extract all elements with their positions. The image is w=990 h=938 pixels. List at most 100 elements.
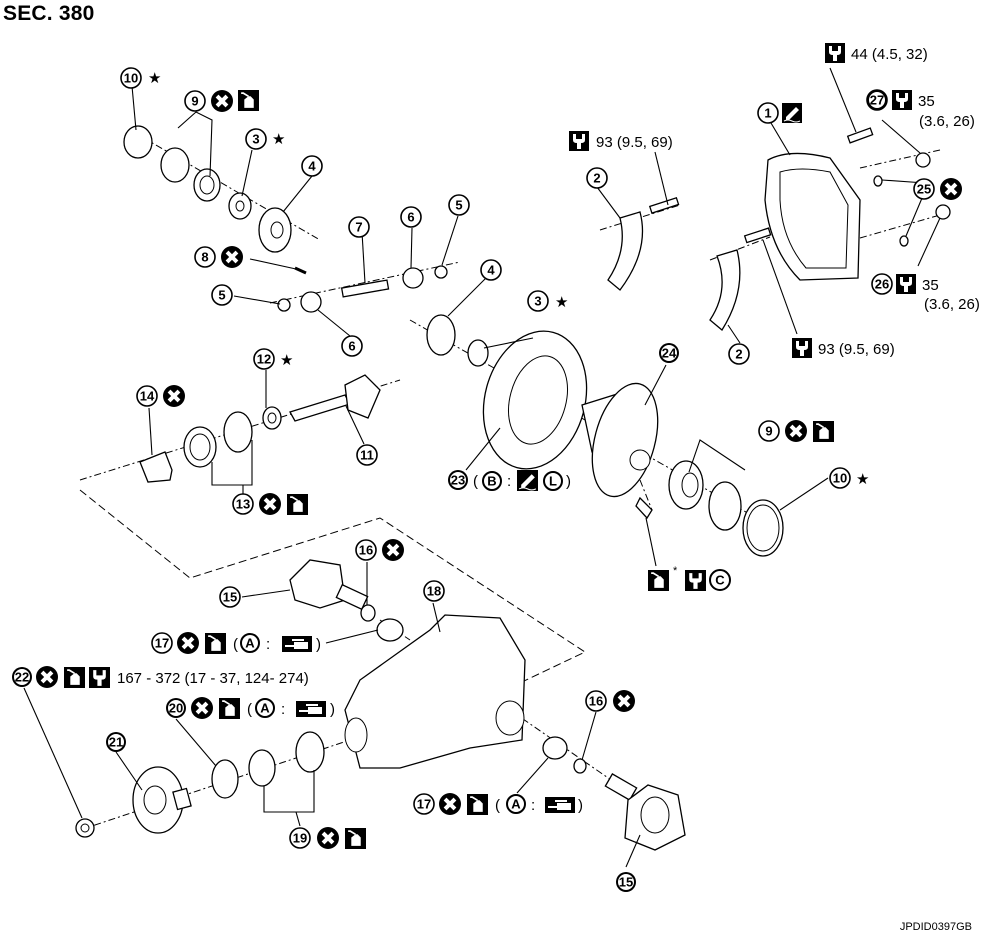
svg-text:*: * <box>673 565 678 577</box>
callout-23[interactable]: 23 <box>448 470 468 490</box>
svg-text:2: 2 <box>735 347 742 362</box>
do-not-reuse-icon <box>191 697 213 719</box>
star-icon: ★ <box>555 294 568 311</box>
svg-text::: : <box>531 797 535 814</box>
svg-text:(: ( <box>473 473 478 490</box>
callout-3-lower[interactable]: 3 <box>527 290 549 312</box>
svg-text:3: 3 <box>534 294 541 309</box>
callout-18[interactable]: 18 <box>423 580 445 602</box>
svg-text:4: 4 <box>487 263 495 278</box>
svg-text:9: 9 <box>765 424 772 439</box>
drive-pinion <box>289 394 351 422</box>
grease-icon <box>296 701 326 717</box>
sealant-icon <box>782 103 802 123</box>
star-icon: ★ <box>856 471 869 488</box>
oil-can-icon <box>219 698 240 719</box>
callout-5-upper[interactable]: 5 <box>448 194 470 216</box>
figure-code: JPDID0397GB <box>899 921 972 933</box>
grease-icon <box>545 797 575 813</box>
callout-27[interactable]: 27 <box>866 89 888 111</box>
svg-text:10: 10 <box>124 71 138 86</box>
callout-15-upper[interactable]: 15 <box>219 586 241 608</box>
callout-17-upper[interactable]: 17 <box>151 632 173 654</box>
callout-10-left[interactable]: 10 <box>120 67 142 89</box>
collapsible-spacer <box>139 451 173 483</box>
svg-text:21: 21 <box>109 735 123 750</box>
oil-can-icon <box>64 667 85 688</box>
callout-15-lower[interactable]: 15 <box>616 872 636 892</box>
svg-text:2: 2 <box>593 171 600 186</box>
callout-24[interactable]: 24 <box>659 343 679 363</box>
callout-20[interactable]: 20 <box>166 698 186 718</box>
callout-10-right[interactable]: 10 <box>829 467 851 489</box>
callout-25[interactable]: 25 <box>913 178 935 200</box>
svg-text:22: 22 <box>15 670 29 685</box>
svg-text:5: 5 <box>218 288 225 303</box>
side-bearing-left <box>160 147 190 183</box>
do-not-reuse-icon <box>211 90 233 112</box>
callout-5-lower[interactable]: 5 <box>211 284 233 306</box>
svg-text:11: 11 <box>360 448 374 463</box>
do-not-reuse-icon <box>317 827 339 849</box>
do-not-reuse-icon <box>613 690 635 712</box>
torque-icon <box>825 43 845 63</box>
callout-13[interactable]: 13 <box>232 493 254 515</box>
svg-text:20: 20 <box>169 701 183 716</box>
svg-text:(: ( <box>495 797 500 814</box>
note-a-marker: A <box>511 797 521 812</box>
svg-text:1: 1 <box>764 106 771 121</box>
note-a-marker: A <box>260 701 270 716</box>
svg-text:16: 16 <box>359 543 373 558</box>
callout-9-left[interactable]: 9 <box>184 90 206 112</box>
callout-2-upper[interactable]: 2 <box>586 167 608 189</box>
pinion-mate-gear <box>300 291 322 313</box>
torque-bearing-cap-upper: 93 (9.5, 69) <box>596 134 673 151</box>
do-not-reuse-icon <box>36 666 58 688</box>
torque-icon <box>892 90 912 110</box>
callout-6-lower[interactable]: 6 <box>341 335 363 357</box>
callout-26[interactable]: 26 <box>871 273 893 295</box>
torque-cover-bolt: 44 (4.5, 32) <box>851 46 928 63</box>
do-not-reuse-icon <box>177 632 199 654</box>
oil-can-icon <box>345 828 366 849</box>
callout-6-upper[interactable]: 6 <box>400 206 422 228</box>
svg-text:9: 9 <box>191 94 198 109</box>
callout-16-lower[interactable]: 16 <box>585 690 607 712</box>
callout-7[interactable]: 7 <box>348 216 370 238</box>
pinion-group-boundary <box>79 489 587 691</box>
svg-text:8: 8 <box>201 250 208 265</box>
callout-3-upper[interactable]: 3 <box>245 128 267 150</box>
do-not-reuse-icon <box>221 246 243 268</box>
callout-19[interactable]: 19 <box>289 827 311 849</box>
star-icon: ★ <box>280 352 293 369</box>
callout-4-lower[interactable]: 4 <box>480 259 502 281</box>
pinion-mate-shaft <box>340 279 390 298</box>
callouts: 10 ★ 9 3 ★ 4 8 7 6 5 5 6 4 3 ★ 12 ★ 14 1… <box>12 43 980 892</box>
do-not-reuse-icon <box>382 539 404 561</box>
svg-text:24: 24 <box>662 346 677 361</box>
svg-text:(: ( <box>233 636 238 653</box>
callout-2-lower[interactable]: 2 <box>728 343 750 365</box>
callout-9-right[interactable]: 9 <box>758 420 780 442</box>
callout-16-upper[interactable]: 16 <box>355 539 377 561</box>
callout-12[interactable]: 12 <box>253 348 275 370</box>
callout-8[interactable]: 8 <box>194 246 216 268</box>
callout-21[interactable]: 21 <box>106 732 126 752</box>
callout-11[interactable]: 11 <box>356 444 378 466</box>
svg-text::: : <box>507 473 511 490</box>
torque-icon <box>792 338 812 358</box>
svg-text::: : <box>266 636 270 653</box>
do-not-reuse-icon <box>163 385 185 407</box>
callout-4-upper[interactable]: 4 <box>301 155 323 177</box>
svg-text:17: 17 <box>155 636 169 651</box>
callout-1[interactable]: 1 <box>757 102 779 124</box>
svg-text:): ) <box>566 473 571 490</box>
callout-22[interactable]: 22 <box>12 667 32 687</box>
torque-icon <box>896 274 916 294</box>
note-b-marker: B <box>487 474 496 489</box>
torque-plug-26: 35 <box>922 277 939 294</box>
callout-17-lower[interactable]: 17 <box>413 793 435 815</box>
svg-text:3: 3 <box>252 132 259 147</box>
callout-14[interactable]: 14 <box>136 385 158 407</box>
